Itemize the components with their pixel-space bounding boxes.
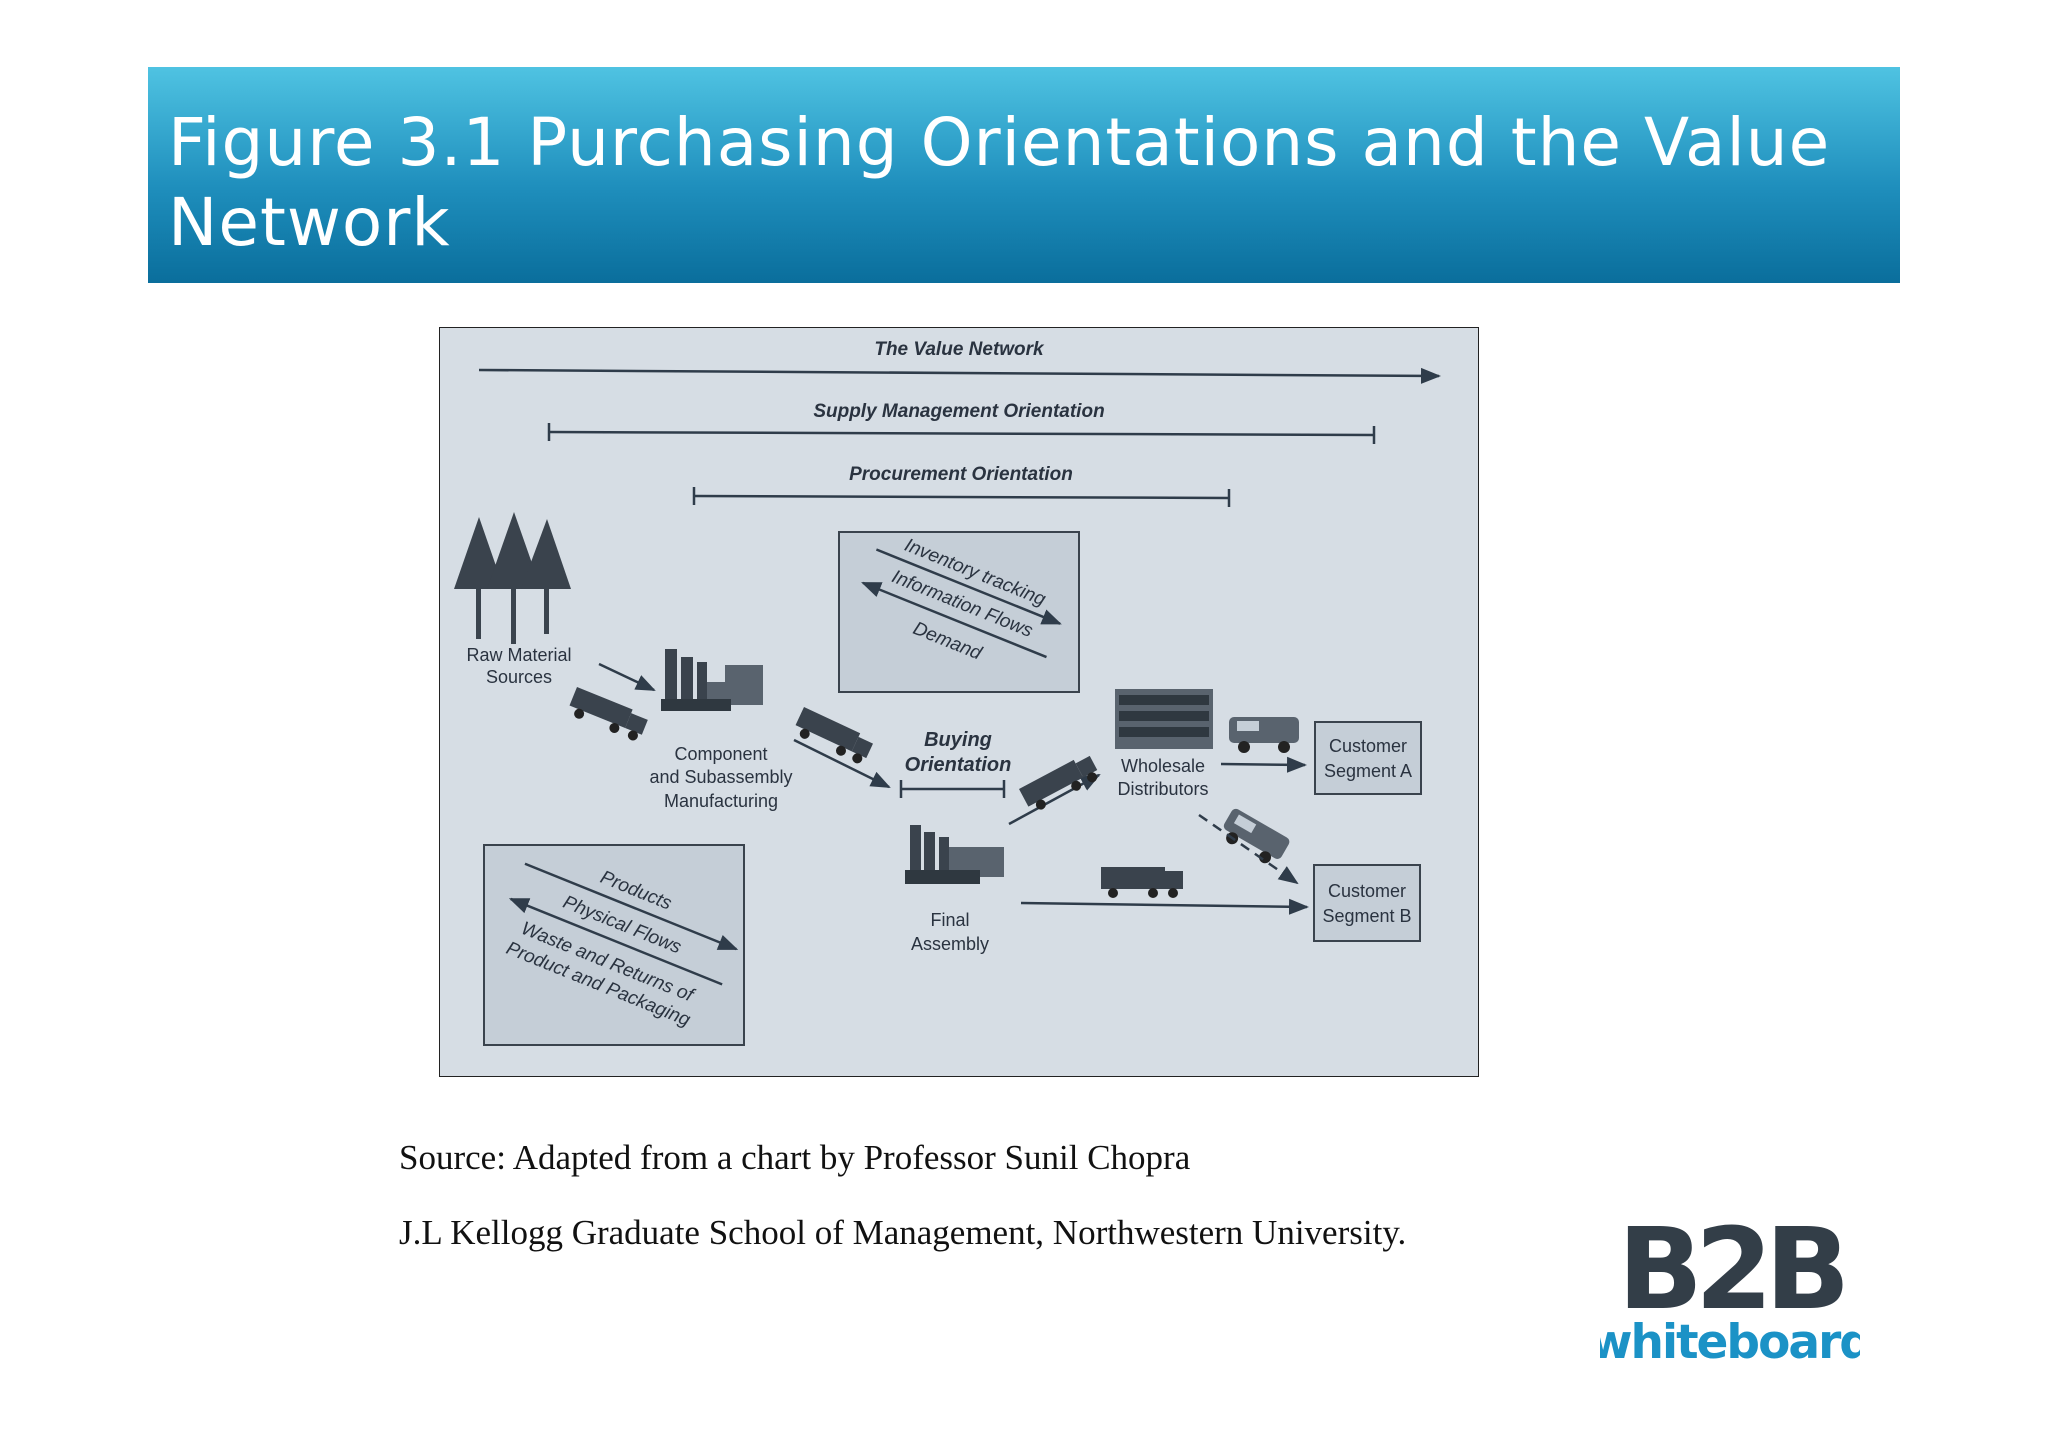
svg-text:Assembly: Assembly <box>911 934 989 954</box>
buying-orientation-label: Buying <box>924 729 992 751</box>
source-line-2: J.L Kellogg Graduate School of Managemen… <box>399 1213 1407 1252</box>
customer-segment-b-box: Customer Segment B <box>1313 864 1421 942</box>
svg-text:Distributors: Distributors <box>1117 779 1208 799</box>
van-icon <box>1229 717 1299 753</box>
svg-text:Segment A: Segment A <box>1324 761 1412 781</box>
raw-material-label: Raw Material <box>466 645 571 665</box>
value-network-label: The Value Network <box>874 339 1045 360</box>
value-network-arrow <box>478 367 1441 384</box>
supply-orientation-label: Supply Management Orientation <box>813 401 1104 422</box>
van-icon <box>1223 808 1290 864</box>
trees-icon <box>454 512 571 644</box>
procurement-orientation-bar <box>693 494 1230 500</box>
final-assembly-label: Final <box>930 910 969 930</box>
wholesale-to-customer-a-arrow <box>1220 756 1307 773</box>
b2b-whiteboard-logo: B2B whiteboard <box>1600 1208 1860 1370</box>
title-bar: Figure 3.1 Purchasing Orientations and t… <box>148 67 1900 283</box>
logo-wordmark: whiteboard <box>1600 1315 1860 1370</box>
svg-text:Customer: Customer <box>1329 736 1407 756</box>
logo-mark: B2B <box>1618 1208 1843 1335</box>
supply-orientation-bar <box>548 430 1375 437</box>
information-flows-box: Inventory tracking Information Flows Dem… <box>838 531 1080 693</box>
truck-icon <box>1019 755 1098 810</box>
truck-icon <box>569 687 648 741</box>
customer-segment-a-box: Customer Segment A <box>1314 721 1422 795</box>
raw-to-component-arrow <box>598 662 656 692</box>
svg-text:Customer: Customer <box>1328 881 1406 901</box>
final-assembly-factory-icon <box>905 825 1004 884</box>
svg-text:Sources: Sources <box>486 667 552 687</box>
source-line-1: Source: Adapted from a chart by Professo… <box>399 1138 1191 1177</box>
component-factory-icon <box>661 649 763 711</box>
wholesale-building-icon <box>1115 689 1213 749</box>
truck-icon <box>1101 867 1183 898</box>
physical-flows-box: Products Physical Flows Waste and Return… <box>483 844 745 1046</box>
value-network-diagram: The Value Network Supply Management Orie… <box>439 327 1479 1077</box>
wholesale-label: Wholesale <box>1121 756 1205 776</box>
svg-text:Segment B: Segment B <box>1322 906 1411 926</box>
wholesale-to-customer-b-arrow <box>1198 813 1299 885</box>
svg-text:Orientation: Orientation <box>905 754 1012 776</box>
final-to-wholesale-arrow <box>1008 773 1101 826</box>
component-label: Component <box>674 744 767 764</box>
component-to-buying-arrow <box>793 738 891 789</box>
procurement-orientation-label: Procurement Orientation <box>849 464 1073 485</box>
final-to-customer-b-arrow <box>1020 898 1309 915</box>
truck-icon <box>795 707 874 764</box>
svg-text:and Subassembly: and Subassembly <box>649 767 792 787</box>
slide-title: Figure 3.1 Purchasing Orientations and t… <box>168 104 1831 261</box>
svg-text:Manufacturing: Manufacturing <box>664 791 778 811</box>
